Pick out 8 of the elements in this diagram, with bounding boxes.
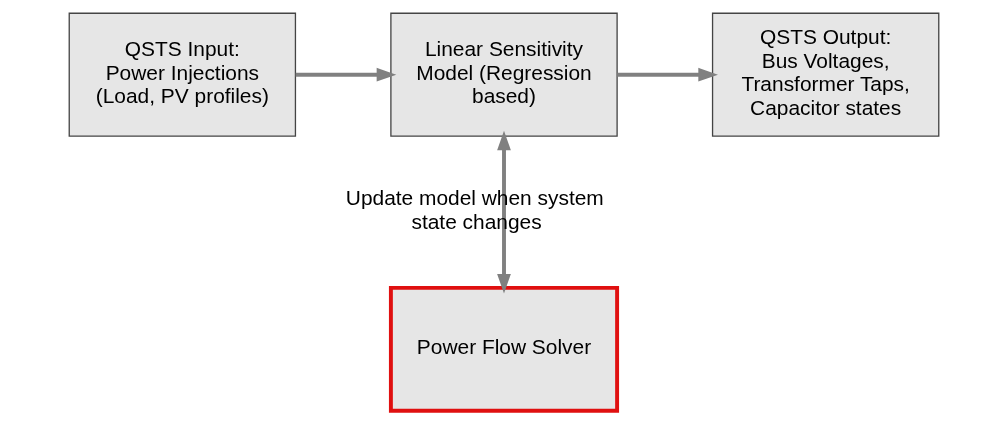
arrow	[616, 67, 718, 82]
arrow	[496, 130, 511, 294]
node-box: QSTS Output: Bus Voltages, Transformer Taps, Capacitor states	[711, 12, 939, 137]
arrow	[295, 67, 396, 82]
node-box: Power Flow Solver	[388, 285, 619, 413]
edge-label: Update model when system state changes	[345, 186, 604, 233]
node-box: Linear Sensitivity Model (Regression based)	[389, 12, 618, 137]
node-box: QSTS Input: Power Injections (Load, PV profiles)	[68, 12, 296, 137]
